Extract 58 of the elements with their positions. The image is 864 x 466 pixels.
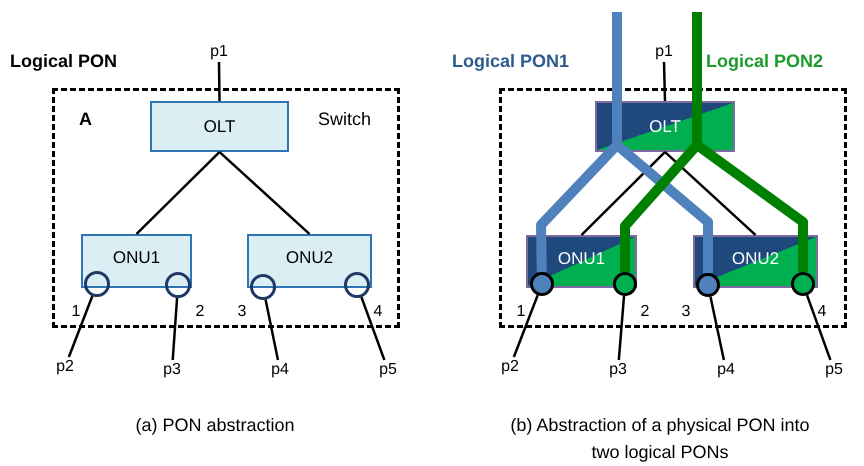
port-name: p1 — [206, 42, 232, 62]
port-name: p1 — [651, 42, 677, 62]
node-label: ONU1 — [558, 248, 606, 268]
port-circle — [613, 272, 637, 296]
corner-label: A — [79, 109, 92, 130]
port-circle — [530, 272, 554, 296]
connector-line — [806, 294, 832, 360]
port-circle — [791, 272, 815, 296]
port-circle — [696, 273, 720, 297]
port-name: p5 — [821, 360, 847, 380]
connector-line — [136, 151, 220, 235]
port-number: 1 — [516, 303, 526, 321]
node-label: ONU1 — [112, 248, 160, 268]
connector-line — [218, 62, 221, 102]
port-name: p2 — [52, 357, 78, 377]
connector-line — [171, 298, 178, 360]
port-number: 3 — [238, 303, 246, 321]
connector-line — [664, 151, 756, 236]
port-number: 2 — [196, 303, 204, 321]
panel-title: Logical PON2 — [706, 50, 824, 73]
node-label: ONU2 — [286, 248, 334, 268]
switch-frame — [52, 88, 400, 328]
port-circle — [250, 274, 276, 300]
onu-box — [81, 234, 192, 288]
connector-line — [662, 62, 666, 102]
port-name: p5 — [375, 360, 401, 380]
connector-line — [264, 299, 280, 360]
port-circle — [165, 272, 191, 298]
connector-line — [618, 296, 626, 360]
port-name: p4 — [267, 360, 293, 380]
connector-line — [360, 296, 386, 360]
connector-line — [68, 296, 94, 358]
switch-frame — [499, 88, 847, 328]
caption: (b) Abstraction of a physical PON into two logical PONs — [509, 414, 811, 464]
port-number: 4 — [818, 303, 826, 321]
port-number: 1 — [72, 303, 80, 321]
connector-line — [218, 151, 310, 235]
caption: (a) PON abstraction — [134, 414, 296, 437]
olt-box — [150, 101, 289, 152]
port-circle — [84, 271, 110, 297]
port-name: p2 — [497, 357, 523, 377]
connector-line — [512, 294, 539, 358]
panel-title: Logical PON — [10, 50, 118, 73]
port-circle — [344, 272, 370, 298]
node-label: OLT — [649, 116, 681, 136]
port-name: p4 — [713, 360, 739, 380]
onu-box — [247, 234, 372, 288]
connector-line — [580, 151, 666, 236]
switch-label: Switch — [318, 109, 372, 130]
port-number: 2 — [640, 303, 650, 321]
panel-title: Logical PON1 — [452, 50, 570, 73]
port-name: p3 — [159, 360, 185, 380]
connector-line — [709, 296, 726, 360]
port-name: p3 — [605, 360, 631, 380]
port-number: 3 — [682, 303, 690, 321]
node-label: ONU2 — [732, 248, 780, 268]
port-number: 4 — [374, 303, 382, 321]
node-label: OLT — [204, 116, 236, 136]
